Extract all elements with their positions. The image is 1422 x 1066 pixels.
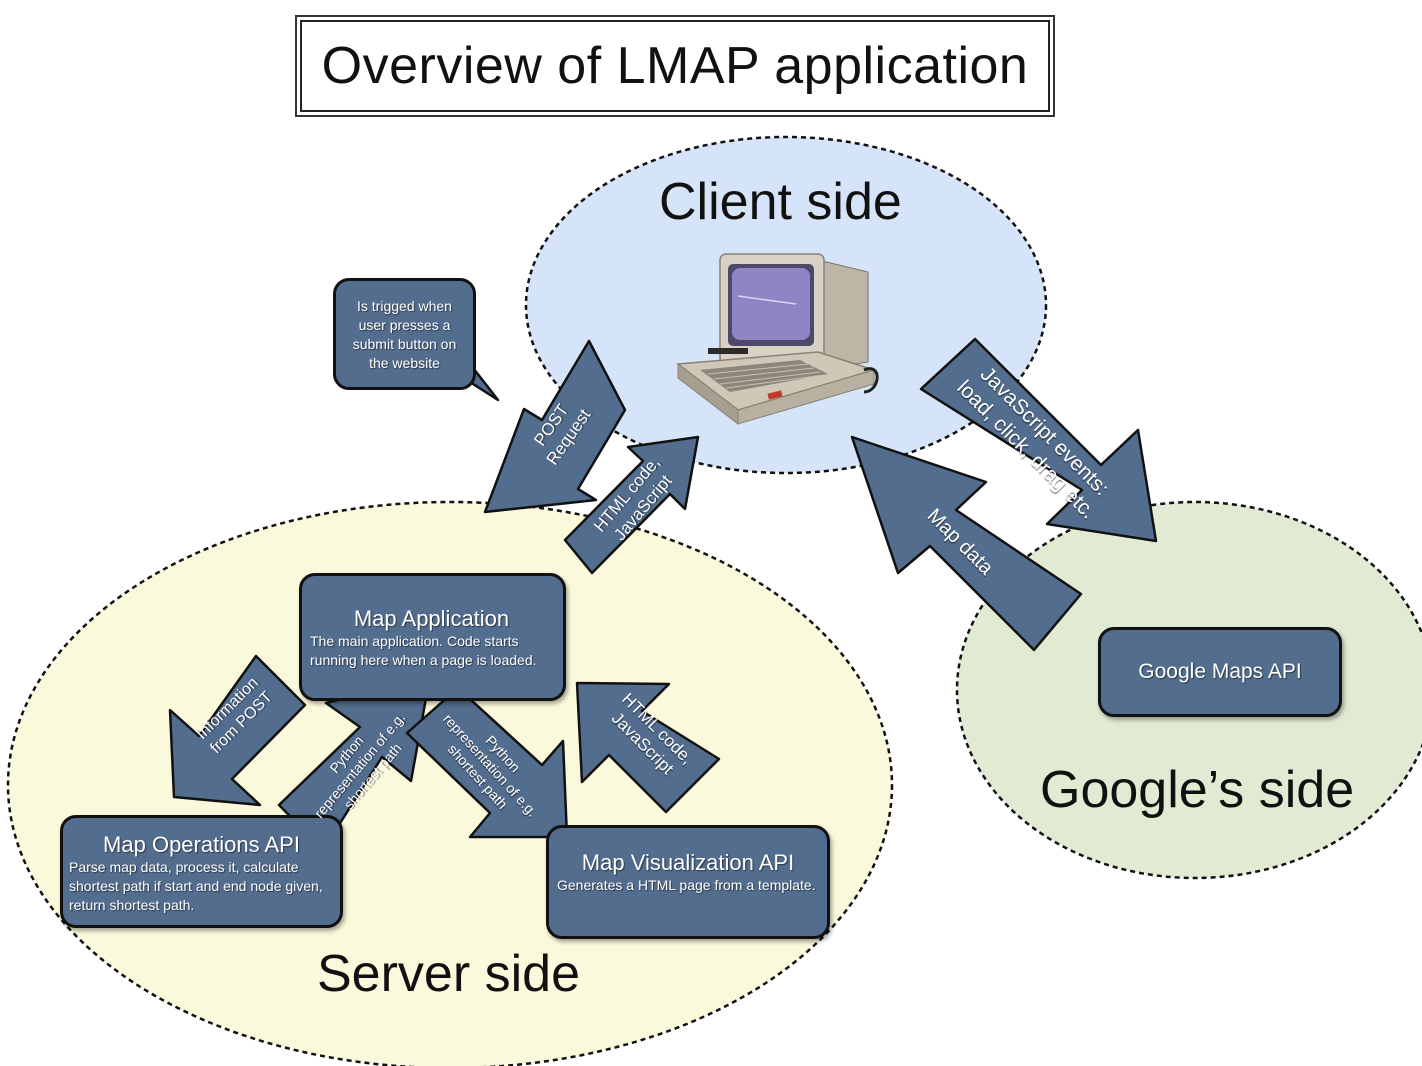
map-application-desc: The main application. Code starts runnin… (310, 633, 537, 668)
html-js-to-application-arrow (575, 681, 721, 814)
map-operations-box: Map Operations API Parse map data, proce… (60, 815, 343, 928)
client-side-label: Client side (659, 173, 902, 231)
info-from-post-arrow (168, 654, 307, 807)
map-visualization-desc: Generates a HTML page from a template. (557, 877, 816, 893)
js-events-arrow (919, 337, 1158, 543)
google-maps-api-box: Google Maps API (1098, 627, 1342, 717)
map-data-arrow (850, 435, 1083, 652)
html-js-to-client-arrow (563, 435, 700, 575)
retro-computer-icon (668, 242, 880, 432)
google-side-label: Google’s side (1040, 761, 1355, 819)
server-side-label: Server side (317, 945, 580, 1003)
post-request-arrow (483, 339, 627, 514)
map-operations-title: Map Operations API (103, 832, 300, 857)
map-application-title: Map Application (353, 606, 510, 631)
python-to-visualization-arrow (405, 686, 569, 839)
map-operations-desc: Parse map data, process it, calculate sh… (69, 859, 323, 913)
page-title: Overview of LMAP application (300, 20, 1050, 112)
google-maps-api-title: Google Maps API (1138, 660, 1302, 683)
submit-trigger-note: Is trigged when user presses a submit bu… (333, 278, 476, 390)
map-visualization-title: Map Visualization API (581, 850, 795, 875)
map-visualization-box: Map Visualization API Generates a HTML p… (546, 825, 830, 939)
map-application-box: Map Application The main application. Co… (299, 573, 566, 701)
